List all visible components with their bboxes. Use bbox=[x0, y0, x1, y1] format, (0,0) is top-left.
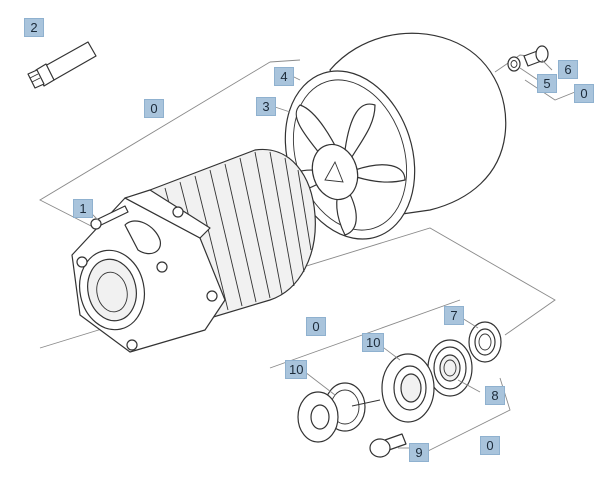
thrust-washer bbox=[297, 391, 339, 443]
bolt bbox=[369, 433, 407, 458]
label-bearing-disc[interactable]: 10 bbox=[362, 333, 385, 352]
fan-cover bbox=[284, 32, 507, 240]
label-thrust-washer[interactable]: 10 bbox=[285, 360, 308, 379]
ball-bearing bbox=[427, 339, 473, 397]
label-fan[interactable]: 3 bbox=[256, 97, 276, 116]
label-washer[interactable]: 5 bbox=[537, 74, 557, 93]
motor-housing bbox=[71, 189, 226, 353]
label-pin[interactable]: 6 bbox=[558, 60, 578, 79]
pin-and-washer bbox=[507, 45, 549, 72]
label-group-motor[interactable]: 0 bbox=[144, 99, 164, 118]
label-screw[interactable]: 1 bbox=[73, 199, 93, 218]
label-sealing-ring[interactable]: 7 bbox=[444, 306, 464, 325]
label-group-bearing-bottom[interactable]: 0 bbox=[480, 436, 500, 455]
label-fan-cover[interactable]: 4 bbox=[274, 67, 294, 86]
label-group-bearing[interactable]: 0 bbox=[306, 317, 326, 336]
sealing-ring bbox=[468, 321, 502, 363]
label-tube[interactable]: 2 bbox=[24, 18, 44, 37]
grease-tube bbox=[27, 41, 97, 89]
label-ball-bearing[interactable]: 8 bbox=[485, 386, 505, 405]
label-bolt[interactable]: 9 bbox=[409, 443, 429, 462]
label-group-pin[interactable]: 0 bbox=[574, 84, 594, 103]
bearing-disc bbox=[381, 353, 435, 423]
screw bbox=[87, 205, 129, 230]
